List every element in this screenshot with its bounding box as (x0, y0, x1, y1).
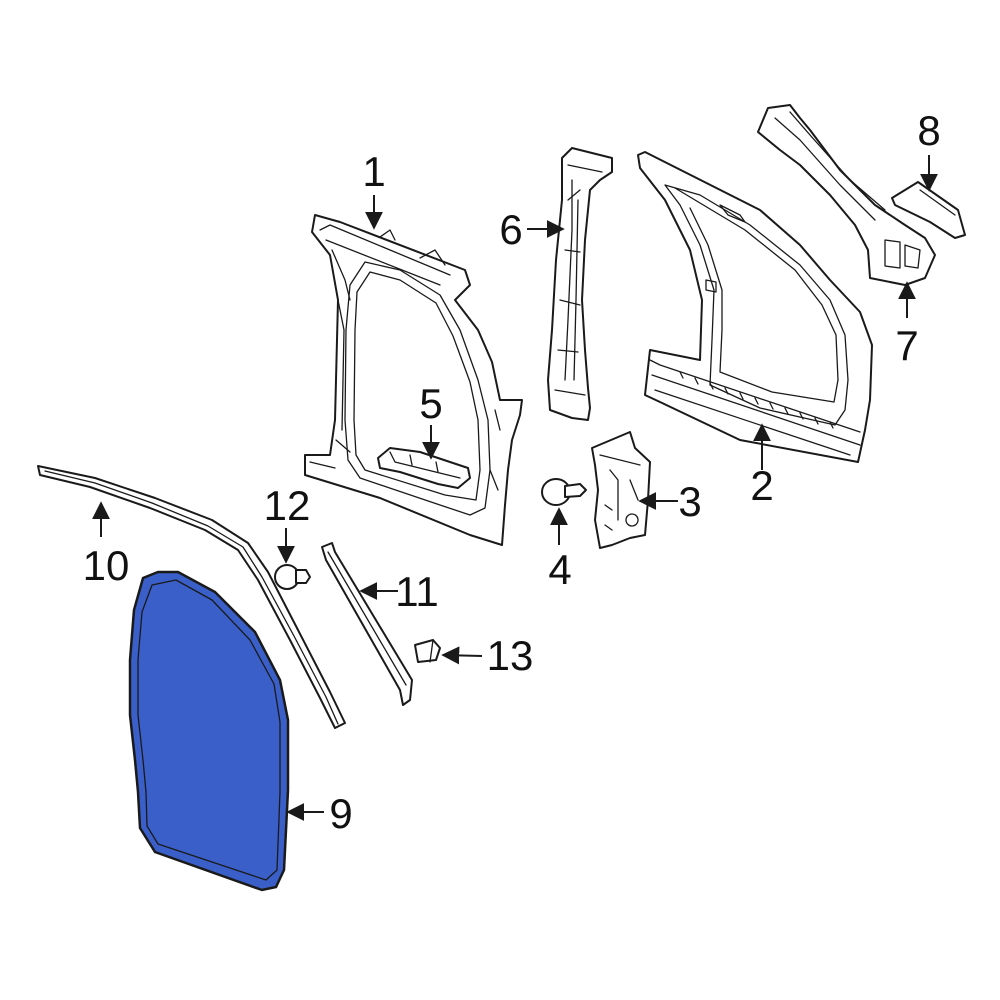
callout-1: 1 (362, 148, 385, 195)
part-5-bracket[interactable] (377, 447, 471, 489)
part-3-lower-bracket[interactable] (591, 431, 651, 549)
callout-6: 6 (499, 206, 522, 253)
callout-3: 3 (678, 478, 701, 525)
callout-labels: 1 2 3 4 5 6 7 8 9 10 11 12 13 (83, 107, 941, 837)
part-4-push-pin[interactable] (541, 478, 587, 506)
callout-5: 5 (419, 380, 442, 427)
part-12-clip[interactable] (274, 564, 311, 590)
callout-11: 11 (395, 568, 439, 615)
part-11-seal-strip[interactable] (321, 542, 413, 706)
callout-8: 8 (917, 107, 940, 154)
part-2-outer-body-panel[interactable] (637, 151, 873, 463)
leader-13 (441, 646, 483, 665)
callout-12: 12 (264, 482, 311, 529)
leader-lines (92, 155, 938, 821)
part-10-roof-weatherstrip[interactable] (37, 465, 346, 729)
callout-4: 4 (548, 546, 571, 593)
callout-7: 7 (895, 322, 918, 369)
callout-2: 2 (750, 462, 773, 509)
part-6-pillar-reinforcement[interactable] (547, 147, 613, 421)
part-7-upper-reinforcement[interactable] (757, 104, 936, 286)
part-1-inner-body-panel[interactable] (304, 214, 523, 546)
part-9-door-weatherstrip[interactable] (128, 570, 290, 892)
callout-13: 13 (487, 632, 534, 679)
part-13-clip[interactable] (414, 639, 441, 663)
callout-10: 10 (83, 542, 130, 589)
callout-9: 9 (329, 790, 352, 837)
